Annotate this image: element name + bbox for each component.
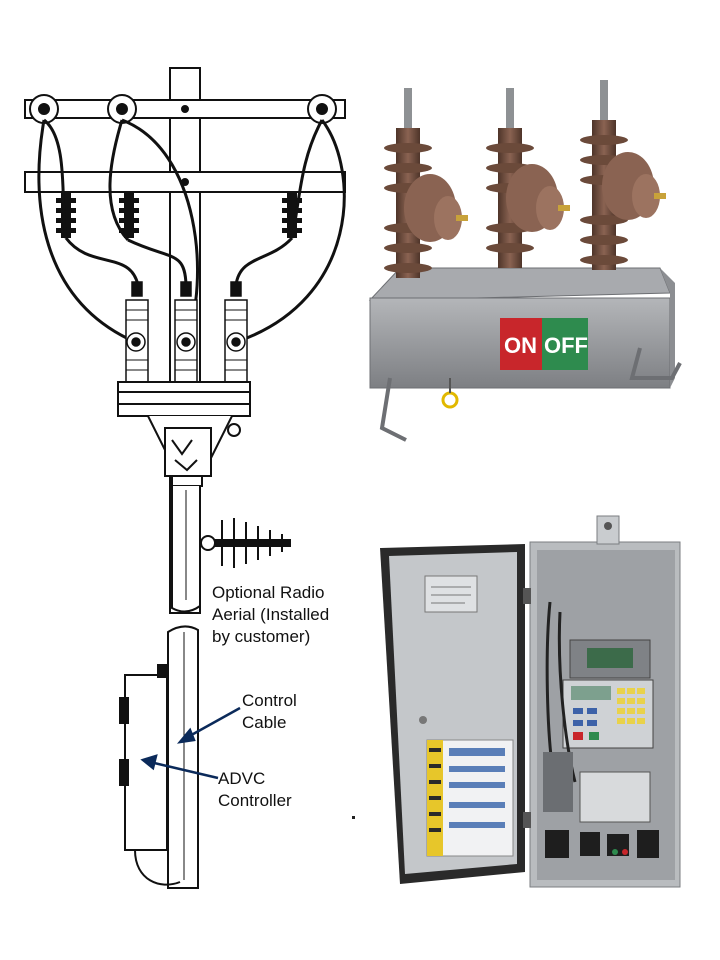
recloser-leg-right [629, 347, 682, 380]
recloser-insulator-3 [580, 80, 666, 270]
off-text: OFF [544, 333, 588, 358]
recloser-insulator-1 [384, 88, 468, 278]
radio-aerial-drawing [199, 518, 291, 568]
conductor-pulley-left [29, 94, 59, 124]
advc-controller-label: ADVC Controller [218, 768, 292, 812]
door-nameplate [424, 575, 478, 613]
advc-controller-drawing [119, 664, 181, 886]
conductor-pulley-right [307, 94, 337, 124]
recloser-photo: ON OFF [368, 80, 682, 442]
pointer-arrows [140, 706, 241, 780]
on-indicator [500, 318, 542, 370]
drawing-recloser-tank [117, 381, 251, 487]
on-text: ON [504, 333, 537, 358]
radio-aerial-label: Optional Radio Aerial (Installed by cust… [212, 582, 329, 648]
controller-lcd [571, 686, 611, 700]
control-cable-label: Control Cable [242, 690, 297, 734]
recloser-leg-left [379, 377, 407, 442]
aerial-label-line1: Optional Radio [212, 583, 325, 602]
cable-label-line2: Cable [242, 713, 287, 732]
conductor-pulley-middle [107, 94, 137, 124]
stray-dot [352, 816, 355, 819]
cabinet-battery [579, 771, 651, 823]
pole-break-lower [167, 625, 199, 889]
advc-cabinet-photo [380, 515, 681, 888]
yellow-trip-hook [441, 391, 459, 409]
aerial-label-line3: by customer) [212, 627, 311, 646]
off-indicator [542, 318, 588, 370]
cable-label-line1: Control [242, 691, 297, 710]
recloser-insulator-2 [486, 88, 570, 268]
door-handle [419, 716, 427, 724]
aerial-label-line2: Aerial (Installed [212, 605, 330, 624]
advc-label-line1: ADVC [218, 769, 266, 788]
advc-label-line2: Controller [218, 791, 292, 810]
